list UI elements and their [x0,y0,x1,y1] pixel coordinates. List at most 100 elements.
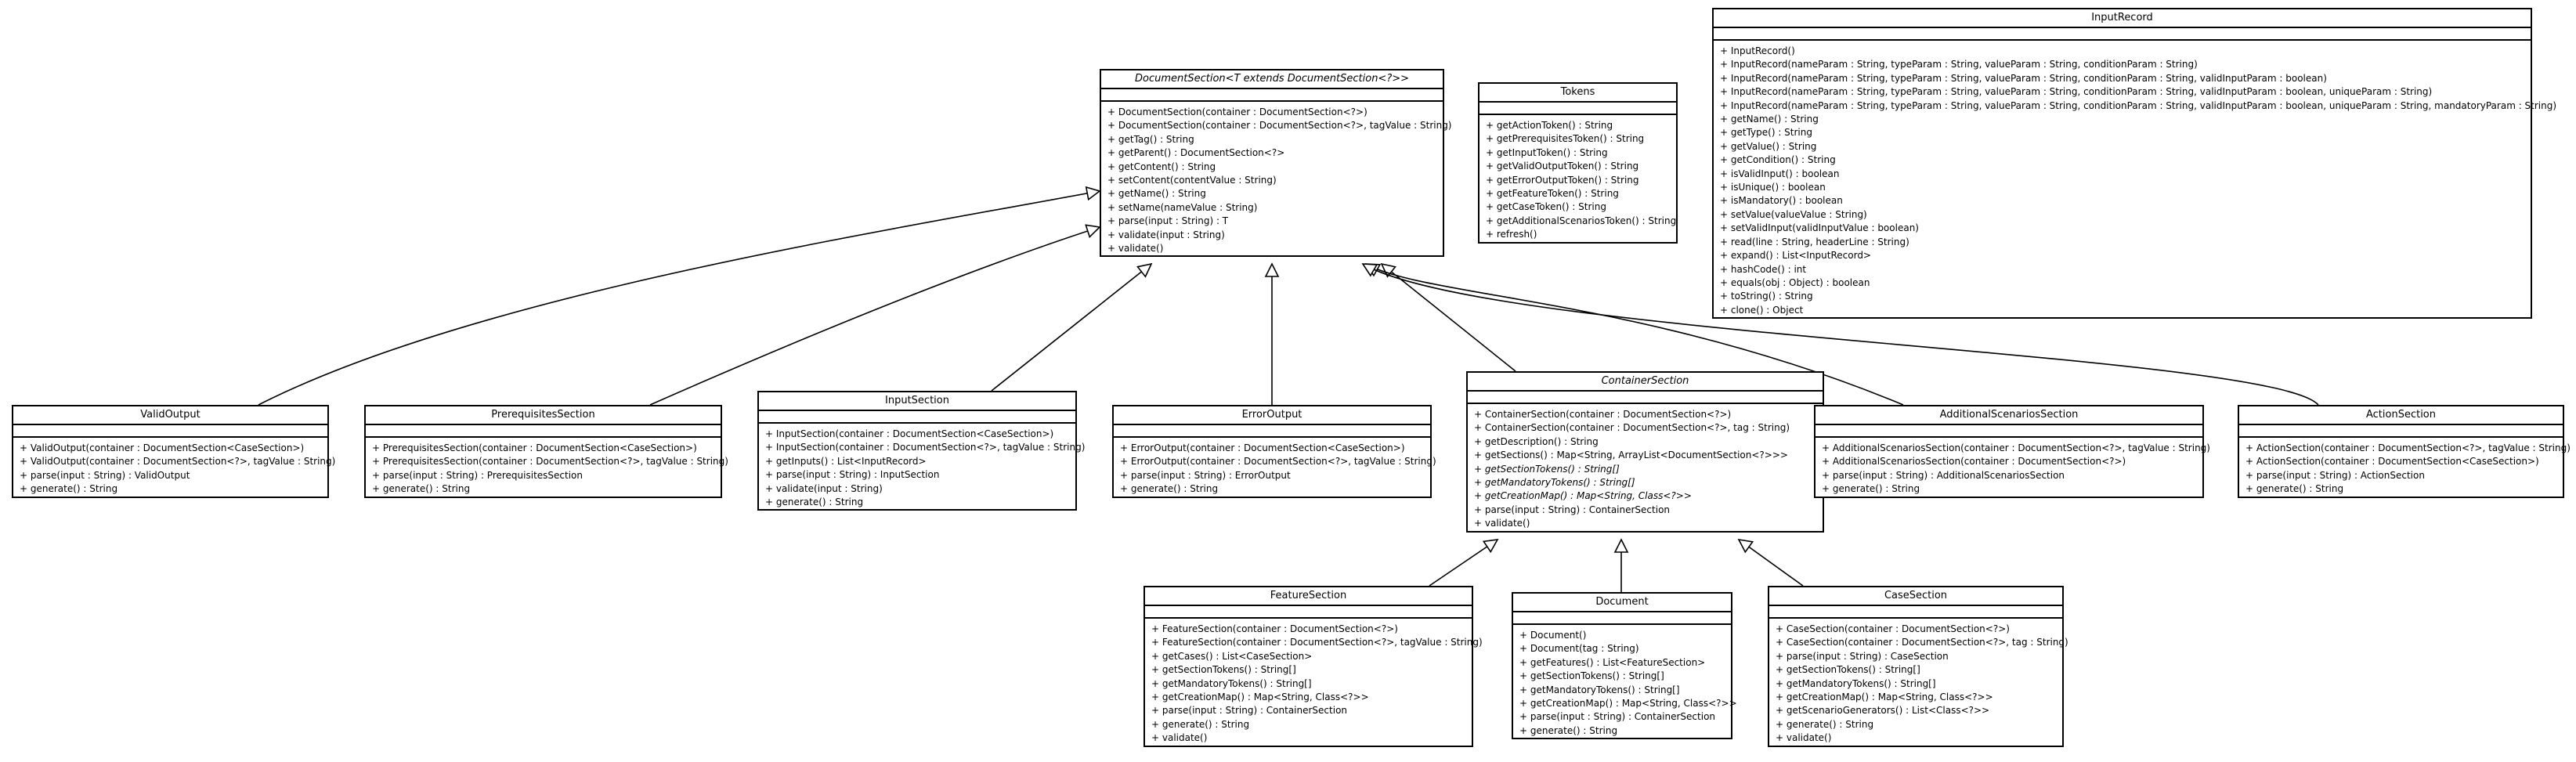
operation: + getScenarioGenerators() : List<Class<?… [1776,705,1990,717]
operation: + InputSection(container : DocumentSecti… [765,428,1054,439]
class-name: PrerequisitesSection [366,406,721,425]
class-valid-output: ValidOutput+ ValidOutput(container : Doc… [12,405,335,498]
operation: + getSectionTokens() : String[] [1151,664,1296,676]
class-prerequisites-section: PrerequisitesSection + PrerequisitesSecti… [364,405,728,498]
operation: + ContainerSection(container : DocumentS… [1474,409,1732,420]
operation: + validate() [1474,518,1530,529]
operations-compartment: + ErrorOutput(container : DocumentSectio… [1114,438,1436,497]
attributes-compartment [1101,89,1443,102]
class-name: FeatureSection [1145,587,1472,606]
operation: + generate() : String [1519,724,1618,736]
operations-compartment: + getActionToken() : String + getPrerequi… [1479,115,1676,242]
operation: + getCreationMap() : Map<String, Class<?… [1519,698,1737,710]
operation: + AdditionalScenariosSection(container :… [1822,442,2210,453]
operation: + InputRecord(nameParam : String, typePa… [1720,99,2557,111]
operation: + parse(input : String) : ValidOutput [20,469,190,481]
operation: + generate() : String [20,483,118,495]
generalization-line [991,263,1152,392]
operation: + getAdditionalScenariosToken() : String [1486,215,1677,226]
operations-compartment: + CaseSection(container : DocumentSectio… [1769,619,2068,746]
attributes-compartment [366,425,721,438]
operation: + getName() : String [1107,188,1206,200]
operation: + CaseSection(container : DocumentSectio… [1776,637,2068,648]
operation: + parse(input : String) : ContainerSecti… [1519,711,1716,723]
operation: + generate() : String [765,497,864,508]
operation: + CaseSection(container : DocumentSectio… [1776,623,2010,634]
generalization-arrowhead [1085,224,1101,239]
operation: + InputRecord() [1720,45,1795,56]
operation: + ErrorOutput(container : DocumentSectio… [1120,456,1436,468]
operation: + Document(tag : String) [1519,643,1639,655]
class-tokens: Tokens + getActionToken() : String + getPr… [1478,82,1678,244]
operation: + isValidInput() : boolean [1720,168,1840,179]
operation: + getSectionTokens() : String[] [1474,463,1620,475]
operation: + getInputs() : List<InputRecord> [765,455,927,467]
operation: + getSectionTokens() : String[] [1776,664,1920,676]
operation: + validate() [1776,732,1832,744]
operation: + getCondition() : String [1720,154,1836,166]
attributes-compartment [1114,425,1430,438]
operation: + FeatureSection(container : DocumentSec… [1151,623,1398,634]
operation: + getFeatureToken() : String [1486,188,1619,200]
operation: + getMandatoryTokens() : String[] [1151,677,1312,689]
operation: + getCreationMap() : Map<String, Class<?… [1474,490,1692,502]
operation: + getParent() : DocumentSection<?> [1107,147,1285,159]
operation: + getFeatures() : List<FeatureSection> [1519,656,1706,668]
class-name: ValidOutput [13,406,327,425]
operation: + parse(input : String) : InputSection [765,469,940,481]
operation: + generate() : String [2245,483,2344,495]
operation: + InputSection(container : DocumentSecti… [765,442,1086,453]
operations-compartment: + InputRecord() + InputRecord(nameParam :… [1714,41,2557,317]
generalization-line [1738,539,1804,587]
generalization-line [649,226,1100,406]
operation: + clone() : Object [1720,304,1804,316]
operation: + generate() : String [372,483,471,495]
operation: + validate() [1107,243,1164,255]
operation: + getActionToken() : String [1486,120,1613,131]
operation: + getInputToken() : String [1486,146,1608,158]
class-error-output: ErrorOutput + ErrorOutput(container : Doc… [1112,405,1436,498]
operation: + parse(input : String) : ErrorOutput [1120,469,1291,481]
operation: + PrerequisitesSection(container : Docum… [372,456,728,468]
operation: + expand() : List<InputRecord> [1720,250,1871,262]
operation: + PrerequisitesSection(container : Docum… [372,442,697,453]
generalization-line [1429,539,1498,587]
operation: + getCaseToken() : String [1486,201,1606,213]
operation: + hashCode() : int [1720,263,1807,275]
operation: + DocumentSection(container : DocumentSe… [1107,120,1452,132]
class-container-section: ContainerSection+ ContainerSection(conta… [1466,371,1824,533]
operation: + parse(input : String) : AdditionalScen… [1822,469,2065,481]
operation: + generate() : String [1151,718,1250,730]
attributes-compartment [1513,612,1731,625]
operation: + generate() : String [1822,483,1920,495]
operation: + isMandatory() : boolean [1720,195,1843,207]
operation: + getName() : String [1720,114,1819,125]
operation: + getMandatoryTokens() : String[] [1519,684,1680,695]
generalization-arrowhead [1737,538,1754,554]
attributes-compartment [1479,103,1676,115]
attributes-compartment [759,411,1075,424]
operation: + generate() : String [1120,483,1219,495]
class-name: Document [1513,594,1731,612]
operation: + Document() [1519,630,1587,641]
operation: + read(line : String, headerLine : Strin… [1720,236,1909,247]
class-name: InputSection [759,392,1075,411]
operation: + parse(input : String) : ContainerSecti… [1151,705,1348,717]
operation: + getCreationMap() : Map<String, Class<?… [1151,692,1369,703]
class-name: Tokens [1479,84,1676,103]
operation: + getDescription() : String [1474,435,1599,447]
operations-compartment: + PrerequisitesSection(container : Docum… [366,438,728,497]
operation: + refresh() [1486,229,1537,240]
class-case-section: CaseSection + CaseSection(container : Doc… [1768,586,2068,747]
generalization-arrowhead [1136,262,1153,278]
operations-compartment: + FeatureSection(container : DocumentSec… [1145,619,1483,746]
operation: + parse(input : String) : ContainerSecti… [1474,504,1671,515]
class-name: DocumentSection<T extends DocumentSectio… [1101,70,1443,89]
operation: + equals(obj : Object) : boolean [1720,276,1870,288]
class-name: CaseSection [1769,587,2062,606]
attributes-compartment [1815,425,2202,438]
class-name: ErrorOutput [1114,406,1430,425]
operation: + ContainerSection(container : DocumentS… [1474,422,1790,434]
operation: + getPrerequisitesToken() : String [1486,133,1645,145]
operation: + isUnique() : boolean [1720,182,1826,193]
